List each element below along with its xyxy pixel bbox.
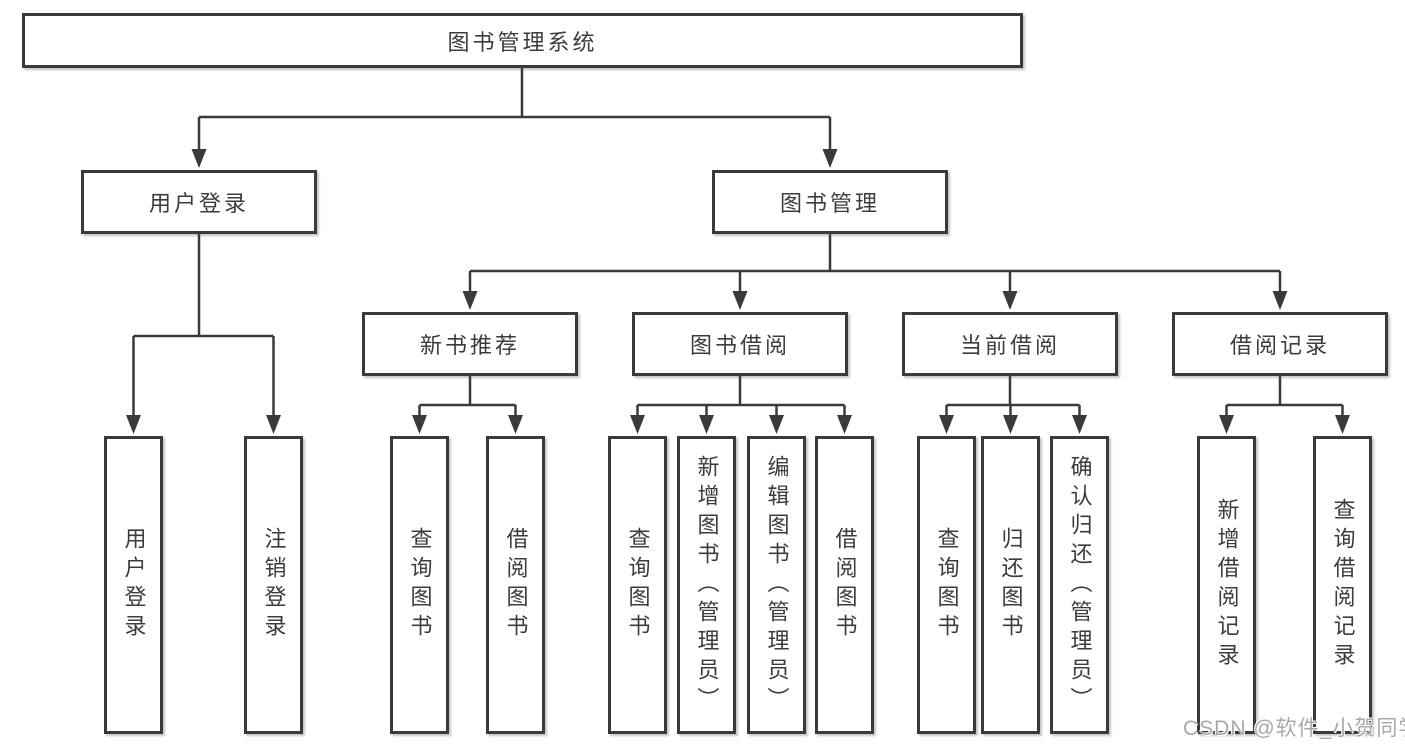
node-root: 图书管理系统 [22, 13, 1023, 68]
leaf-borrow-books-recommend-label: 借阅图书 [503, 527, 529, 643]
leaf-borrow-books-borrowing: 借阅图书 [815, 436, 874, 734]
leaf-borrow-books-borrowing-label: 借阅图书 [832, 527, 858, 643]
connector-current-borrowing-to-leaves [939, 376, 1087, 434]
node-current-borrowing-label: 当前借阅 [959, 333, 1060, 358]
connector-root-to-level2 [191, 66, 838, 168]
leaf-return-books-label: 归还图书 [998, 527, 1024, 643]
node-user-login-label: 用户登录 [148, 191, 249, 216]
leaf-borrow-books-recommend: 借阅图书 [486, 436, 545, 734]
leaf-query-books-recommend-label: 查询图书 [407, 527, 433, 643]
node-book-borrowing: 图书借阅 [632, 312, 848, 376]
leaf-query-borrow-record: 查询借阅记录 [1313, 436, 1372, 734]
leaf-user-login-label: 用户登录 [121, 527, 147, 643]
node-borrowing-records: 借阅记录 [1172, 312, 1388, 376]
leaf-add-books-admin-label: 新增图书（管理员） [694, 454, 720, 716]
leaf-query-books-current: 查询图书 [917, 436, 976, 734]
leaf-logout: 注销登录 [244, 436, 303, 734]
node-root-label: 图书管理系统 [447, 29, 598, 55]
leaf-return-books: 归还图书 [981, 436, 1040, 734]
connector-user-login-to-leaves [126, 234, 281, 434]
leaf-query-borrow-record-label: 查询借阅记录 [1330, 498, 1356, 672]
leaf-query-books-recommend: 查询图书 [390, 436, 449, 734]
leaf-add-borrow-record-label: 新增借阅记录 [1214, 498, 1240, 672]
node-current-borrowing: 当前借阅 [902, 312, 1118, 376]
leaf-confirm-return-admin: 确认归还（管理员） [1050, 436, 1109, 734]
connector-book-borrowing-to-leaves [630, 376, 852, 434]
connector-book-management-to-level3 [462, 234, 1288, 310]
leaf-confirm-return-admin-label: 确认归还（管理员） [1067, 454, 1093, 716]
node-user-login: 用户登录 [81, 170, 317, 234]
node-borrowing-records-label: 借阅记录 [1229, 333, 1330, 358]
connector-new-book-recommendation-to-leaves [412, 376, 523, 434]
node-new-book-recommendation-label: 新书推荐 [419, 333, 520, 358]
csdn-watermark: CSDN @软件_小贺同学 [1183, 717, 1405, 740]
leaf-edit-books-admin-label: 编辑图书（管理员） [764, 454, 790, 716]
connector-borrowing-records-to-leaves [1219, 376, 1350, 434]
leaf-logout-label: 注销登录 [261, 527, 287, 643]
node-book-borrowing-label: 图书借阅 [689, 333, 790, 358]
leaf-user-login: 用户登录 [104, 436, 163, 734]
leaf-query-books-borrowing: 查询图书 [608, 436, 667, 734]
leaf-add-books-admin: 新增图书（管理员） [677, 436, 736, 734]
node-book-management-label: 图书管理 [779, 191, 880, 216]
leaf-add-borrow-record: 新增借阅记录 [1197, 436, 1256, 734]
node-book-management: 图书管理 [712, 170, 948, 234]
leaf-query-books-current-label: 查询图书 [934, 527, 960, 643]
leaf-query-books-borrowing-label: 查询图书 [625, 527, 651, 643]
node-new-book-recommendation: 新书推荐 [362, 312, 578, 376]
leaf-edit-books-admin: 编辑图书（管理员） [747, 436, 806, 734]
